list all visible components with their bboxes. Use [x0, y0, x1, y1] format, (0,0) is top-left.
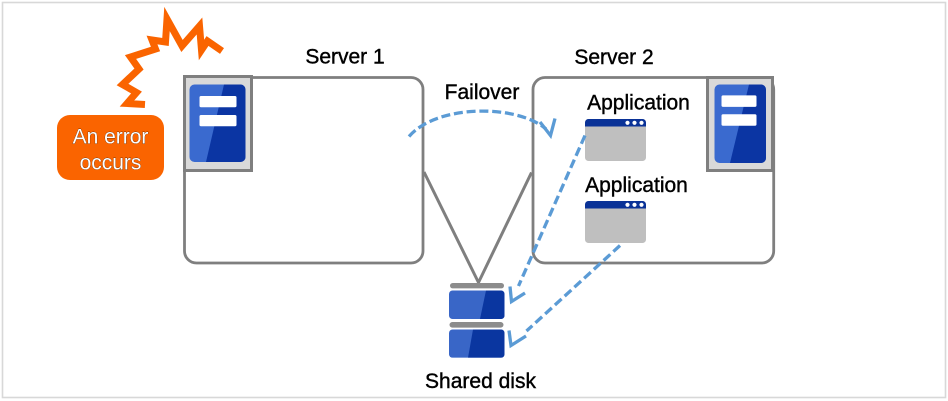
svg-text:Application: Application: [585, 174, 688, 197]
svg-text:Shared disk: Shared disk: [425, 370, 536, 393]
svg-text:An error: An error: [73, 126, 149, 149]
svg-text:Server 2: Server 2: [574, 46, 653, 69]
svg-text:Failover: Failover: [445, 81, 520, 104]
svg-text:occurs: occurs: [80, 152, 142, 175]
svg-text:Application: Application: [587, 92, 690, 115]
svg-text:Server 1: Server 1: [305, 46, 384, 69]
